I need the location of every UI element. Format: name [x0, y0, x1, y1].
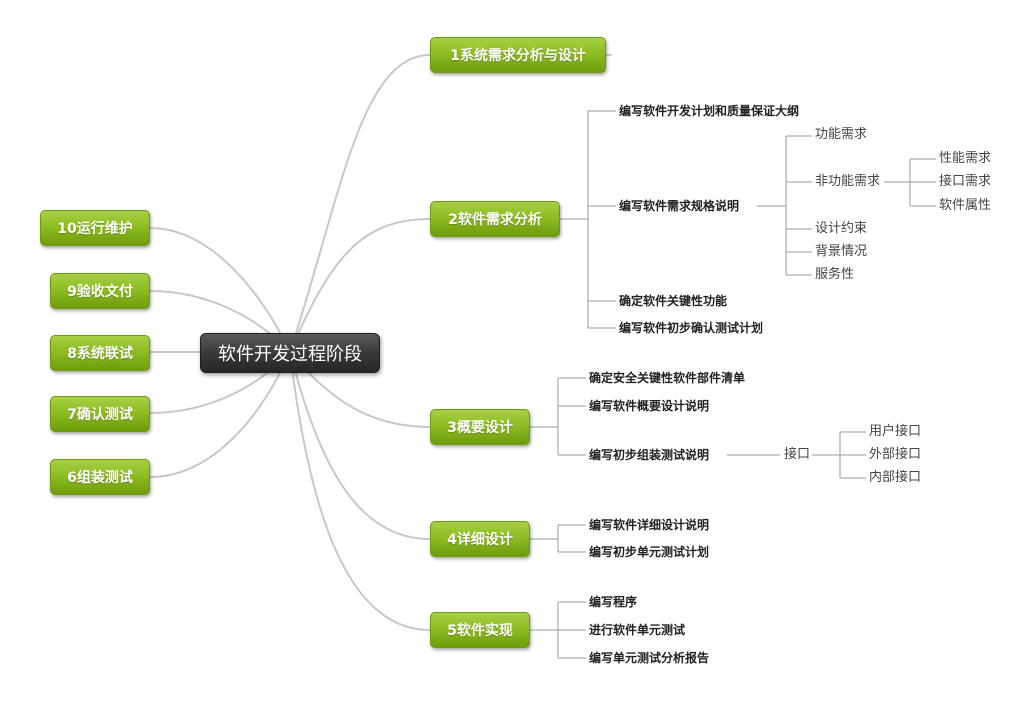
- connector-root-b6: [149, 351, 291, 478]
- leaf-interface[interactable]: 接口: [783, 447, 812, 462]
- connector-root-b10: [149, 227, 291, 353]
- leaf-user-interface[interactable]: 用户接口: [868, 424, 923, 439]
- branch-node-9[interactable]: 9验收文付: [50, 273, 150, 309]
- leaf-serviceability[interactable]: 服务性: [814, 267, 856, 282]
- connector-root-b4: [289, 351, 431, 540]
- root-node[interactable]: 软件开发过程阶段: [200, 333, 380, 373]
- branch-node-10[interactable]: 10运行维护: [40, 210, 150, 246]
- leaf-unit-test-plan[interactable]: 编写初步单元测试计划: [588, 545, 711, 559]
- branch-node-6[interactable]: 6组装测试: [50, 459, 150, 495]
- branch-node-7[interactable]: 7确认测试: [50, 396, 150, 432]
- leaf-performance-req[interactable]: 性能需求: [938, 151, 993, 166]
- connector-root-b1: [289, 54, 431, 353]
- leaf-functional-req[interactable]: 功能需求: [814, 127, 869, 142]
- leaf-nonfunctional-req[interactable]: 非功能需求: [814, 174, 882, 189]
- tree-b4: [530, 524, 586, 553]
- leaf-design-constraint[interactable]: 设计约束: [814, 221, 869, 236]
- leaf-detail-design[interactable]: 编写软件详细设计说明: [588, 518, 711, 532]
- tree-b3: [530, 377, 586, 456]
- leaf-interface-req[interactable]: 接口需求: [938, 174, 993, 189]
- leaf-key-functions[interactable]: 确定软件关键性功能: [618, 294, 729, 308]
- leaf-write-program[interactable]: 编写程序: [588, 595, 639, 609]
- connector-root-b5: [289, 351, 431, 631]
- connector-root-b2: [289, 218, 431, 353]
- leaf-safety-parts[interactable]: 确定安全关键性软件部件清单: [588, 371, 747, 385]
- tree-spec: [757, 135, 812, 276]
- branch-node-2[interactable]: 2软件需求分析: [430, 201, 560, 237]
- branch-node-5[interactable]: 5软件实现: [430, 612, 530, 648]
- leaf-software-attr[interactable]: 软件属性: [938, 198, 993, 213]
- branch-node-3[interactable]: 3概要设计: [430, 409, 530, 445]
- leaf-req-spec[interactable]: 编写软件需求规格说明: [618, 199, 741, 213]
- leaf-integration-test-desc[interactable]: 编写初步组装测试说明: [588, 448, 711, 462]
- tree-b5: [530, 601, 586, 659]
- leaf-validation-plan[interactable]: 编写软件初步确认测试计划: [618, 321, 765, 335]
- leaf-dev-plan[interactable]: 编写软件开发计划和质量保证大纲: [618, 104, 801, 118]
- leaf-overview-design[interactable]: 编写软件概要设计说明: [588, 399, 711, 413]
- tree-nonfunc: [884, 158, 936, 207]
- leaf-internal-interface[interactable]: 内部接口: [868, 470, 923, 485]
- tree-iface: [812, 431, 866, 479]
- leaf-external-interface[interactable]: 外部接口: [868, 447, 923, 462]
- branch-node-8[interactable]: 8系统联试: [50, 335, 150, 371]
- branch-node-4[interactable]: 4详细设计: [430, 521, 530, 557]
- tree-b2: [560, 110, 616, 329]
- leaf-unit-test-report[interactable]: 编写单元测试分析报告: [588, 651, 711, 665]
- leaf-background[interactable]: 背景情况: [814, 244, 869, 259]
- branch-node-1[interactable]: 1系统需求分析与设计: [430, 37, 606, 73]
- leaf-unit-testing[interactable]: 进行软件单元测试: [588, 623, 687, 637]
